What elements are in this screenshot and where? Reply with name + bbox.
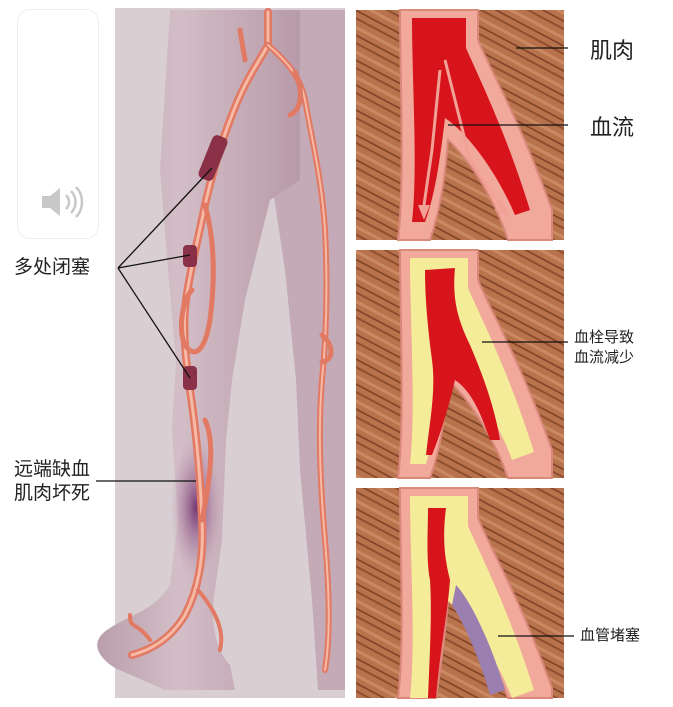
speaker-icon[interactable] [38, 182, 86, 222]
legs-illustration [96, 8, 345, 698]
label-distal-ischemia-2: 肌肉坏死 [14, 482, 90, 504]
label-thrombus-1: 血栓导致 [574, 328, 634, 347]
label-thrombus-2: 血流减少 [574, 348, 634, 367]
label-vessel-blocked: 血管堵塞 [580, 626, 640, 645]
panel-thrombus [356, 250, 568, 478]
panel-blocked [356, 488, 574, 698]
label-multi-occlusion: 多处闭塞 [14, 256, 90, 278]
panel-normal-flow [356, 10, 568, 240]
label-muscle: 肌肉 [590, 33, 634, 65]
label-blood-flow: 血流 [590, 110, 634, 142]
label-distal-ischemia-1: 远端缺血 [14, 458, 90, 480]
audio-card[interactable] [18, 10, 98, 238]
